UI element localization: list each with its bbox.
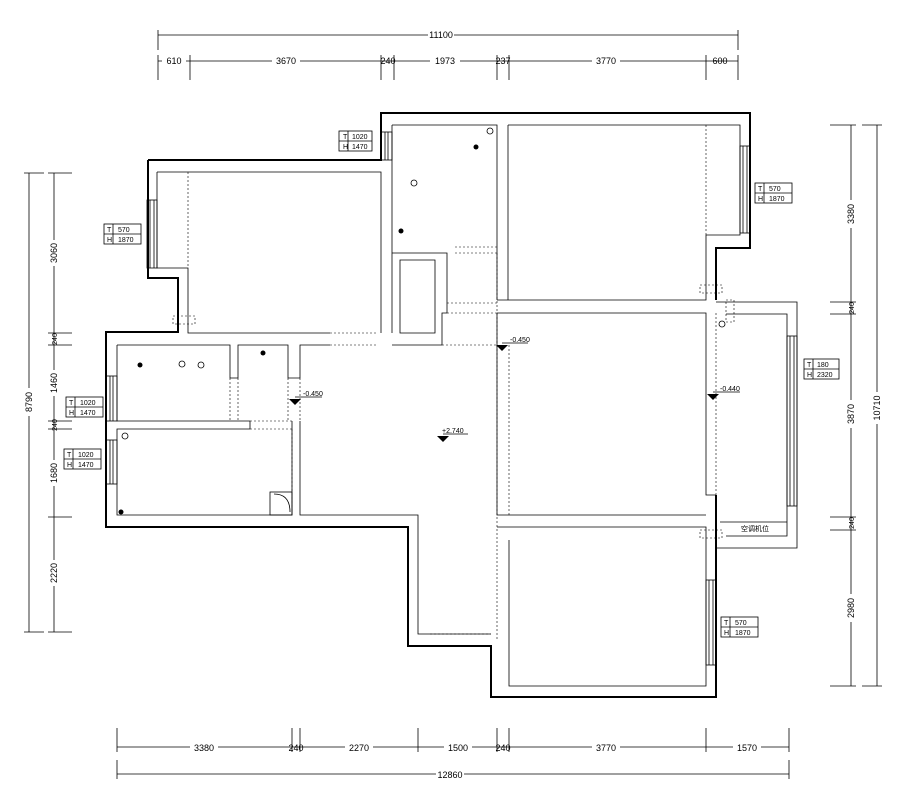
- bottom-seg-2: 240: [288, 743, 303, 753]
- level-marker-2: -0.450: [289, 391, 323, 405]
- right-seg-1: 3380: [846, 204, 856, 224]
- window-tag-4-t-label: T: [69, 400, 74, 407]
- top-seg-7: 600: [712, 56, 727, 66]
- exterior-walls: 空调机位: [105, 112, 798, 698]
- window-tag-6-h-label: H: [807, 372, 812, 379]
- window-tag-6-t: 180: [817, 362, 829, 369]
- level-2-text: -0.450: [303, 391, 323, 398]
- right-dimension-total: 10710: [862, 124, 882, 687]
- top-seg-2: 3670: [276, 56, 296, 66]
- window-tag-5-t-label: T: [67, 452, 72, 459]
- level-4-text: +2.740: [442, 428, 464, 435]
- window-tag-6-t-label: T: [807, 362, 812, 369]
- window-tag-4-h: 1470: [80, 410, 96, 417]
- window-tag-7: T H 570 1870: [720, 616, 759, 638]
- bottom-seg-5: 240: [495, 743, 510, 753]
- right-seg-3: 3870: [846, 404, 856, 424]
- window-tag-7-h: 1870: [735, 630, 751, 637]
- bottom-seg-1: 3380: [194, 743, 214, 753]
- left-seg-6: 2220: [49, 563, 59, 583]
- level-marker-3: -0.440: [707, 386, 740, 400]
- level-1-text: -0.450: [510, 337, 530, 344]
- left-dimension-total: 8790: [24, 172, 44, 633]
- level-3-text: -0.440: [720, 386, 740, 393]
- level-marker-1: -0.450: [496, 337, 530, 351]
- window-tag-7-t-label: T: [724, 620, 729, 627]
- top-seg-4: 1973: [435, 56, 455, 66]
- level-marker-4: +2.740: [437, 428, 468, 442]
- window-tag-7-t: 570: [735, 620, 747, 627]
- window-tag-3: T H 570 1870: [754, 182, 793, 204]
- window-tag-1: T H 1020 1470: [338, 130, 373, 152]
- bottom-total-label: 12860: [437, 770, 462, 780]
- window-tag-5: T H 1020 1470: [63, 448, 102, 470]
- bottom-dimension-total: 12860: [116, 760, 790, 780]
- ac-unit-label: 空调机位: [741, 524, 769, 533]
- window-tag-2-t: 570: [118, 227, 130, 234]
- window-tag-3-t: 570: [769, 186, 781, 193]
- window-tag-4: T H 1020 1470: [65, 396, 104, 418]
- window-tag-1-t-label: T: [343, 134, 348, 141]
- top-dimension-total: 11100: [157, 30, 739, 50]
- door-thresholds: [172, 125, 735, 647]
- window-tag-5-t: 1020: [78, 452, 94, 459]
- right-seg-2: 240: [849, 302, 856, 314]
- top-seg-3: 240: [380, 56, 395, 66]
- left-seg-2: 240: [52, 333, 59, 345]
- window-tag-4-h-label: H: [69, 410, 74, 417]
- right-seg-5: 2980: [846, 598, 856, 618]
- left-dimension-segments: 3060 240 1460 240 1680 2220: [48, 172, 72, 633]
- window-tag-1-h: 1470: [352, 144, 368, 151]
- window-tag-3-t-label: T: [758, 186, 763, 193]
- window-tag-2-h-label: H: [107, 237, 112, 244]
- window-tag-5-h-label: H: [67, 462, 72, 469]
- bottom-seg-3: 2270: [349, 743, 369, 753]
- window-marks: [105, 131, 798, 666]
- window-tag-2-h: 1870: [118, 237, 134, 244]
- window-tag-5-h: 1470: [78, 462, 94, 469]
- window-tag-4-t: 1020: [80, 400, 96, 407]
- window-tag-3-h: 1870: [769, 196, 785, 203]
- window-tag-1-t: 1020: [352, 134, 368, 141]
- window-tag-6-h: 2320: [817, 372, 833, 379]
- window-tag-7-h-label: H: [724, 630, 729, 637]
- bottom-seg-6: 3770: [596, 743, 616, 753]
- top-seg-5: 237: [495, 56, 510, 66]
- right-dimension-segments: 3380 240 3870 240 2980: [830, 124, 856, 687]
- top-dimension-segments: 610 3670 240 1973 237 3770 600: [157, 55, 739, 80]
- right-seg-4: 240: [849, 517, 856, 529]
- right-total-label: 10710: [872, 395, 882, 420]
- bottom-dimension-segments: 3380 240 2270 1500 240 3770 1570: [116, 728, 790, 753]
- left-seg-5: 1680: [49, 463, 59, 483]
- pipe-fixtures: [118, 127, 726, 516]
- window-tag-3-h-label: H: [758, 196, 763, 203]
- left-total-label: 8790: [24, 392, 34, 412]
- bottom-seg-7: 1570: [737, 743, 757, 753]
- left-seg-1: 3060: [49, 243, 59, 263]
- window-tag-2-t-label: T: [107, 227, 112, 234]
- top-total-label: 11100: [429, 30, 453, 40]
- top-seg-6: 3770: [596, 56, 616, 66]
- left-seg-4: 240: [52, 419, 59, 431]
- window-tag-1-h-label: H: [343, 144, 348, 151]
- left-seg-3: 1460: [49, 373, 59, 393]
- top-seg-1: 610: [166, 56, 181, 66]
- window-tag-2: T H 570 1870: [103, 223, 142, 245]
- window-tag-6: T H 180 2320: [803, 358, 840, 380]
- bottom-seg-4: 1500: [448, 743, 468, 753]
